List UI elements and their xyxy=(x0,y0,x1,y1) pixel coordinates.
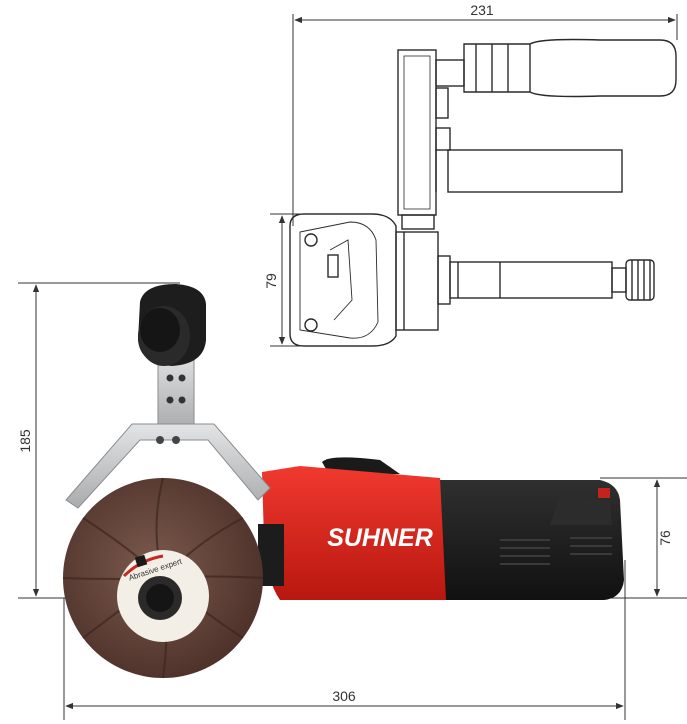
top-view-gearbox xyxy=(289,213,397,347)
grip-handle-icon xyxy=(463,38,677,98)
dimension-lines xyxy=(18,14,687,720)
dimension-height-body-label: 76 xyxy=(657,530,673,546)
dimension-length-overall-label: 306 xyxy=(332,688,356,704)
dimension-width-top-label: 231 xyxy=(470,2,494,18)
gear-housing-red xyxy=(262,466,446,600)
dimension-height-overall-label: 185 xyxy=(17,429,33,453)
top-view-shaft xyxy=(449,261,613,299)
top-view-drawing xyxy=(289,38,677,347)
disc-guard xyxy=(65,423,271,509)
brand-logo: SUHNER xyxy=(327,524,433,552)
dimension-height-top-label: 79 xyxy=(263,273,279,289)
top-view-knurled-knob xyxy=(625,259,655,301)
product-side-view: SUHNER Abrasive expert xyxy=(62,284,624,679)
top-view-body xyxy=(395,231,439,331)
top-view-handle-connector xyxy=(435,59,465,87)
vent-slots xyxy=(500,537,612,565)
top-view-guard-plate xyxy=(447,149,623,193)
